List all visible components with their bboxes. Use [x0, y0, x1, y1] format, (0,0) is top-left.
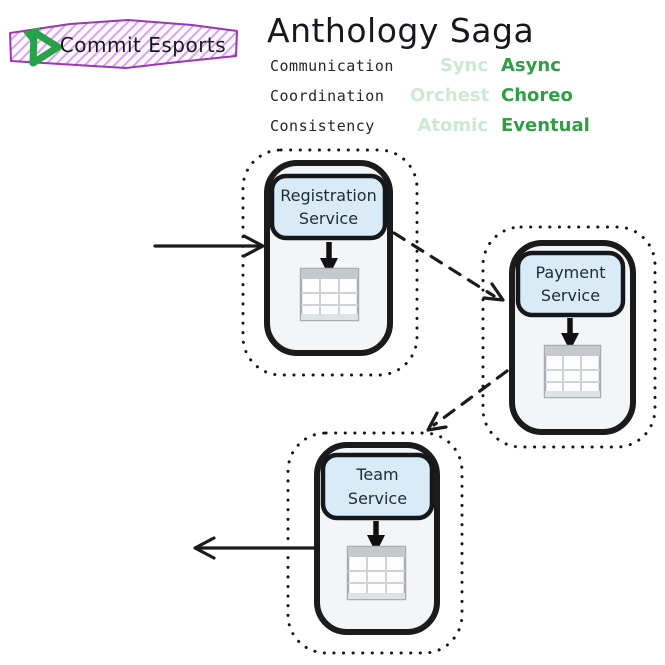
registration-transaction-boundary [241, 148, 419, 377]
team-transaction-boundary [286, 431, 464, 655]
play-logo-icon [23, 27, 62, 67]
registration-service-group [241, 148, 419, 377]
team-db-arrow [367, 521, 385, 553]
registration-to-payment-dashed-arrow [392, 231, 505, 302]
registration-service-label-box [269, 173, 388, 241]
legend-option-inactive: Atomic [417, 115, 489, 136]
legend-dimension-label: Coordination [270, 87, 385, 105]
legend-row-consistency: Consistency Atomic Eventual [270, 115, 590, 145]
payment-service-label-box [515, 250, 626, 318]
commit-esports-badge [9, 19, 238, 69]
incoming-request-arrow [153, 234, 265, 258]
service-name: Team Service [347, 465, 408, 508]
payment-database-table-icon [543, 344, 602, 399]
team-database-table-icon [346, 545, 407, 601]
legend-option-active: Eventual [501, 115, 590, 136]
registration-database-table-icon [299, 267, 360, 322]
registration-service-label: Registration Service [272, 176, 385, 238]
payment-service-label: Payment Service [518, 253, 623, 315]
payment-db-arrow [561, 318, 579, 351]
legend-option-inactive: Orchest [410, 85, 490, 106]
legend: Communication Sync Async Coordination Or… [270, 55, 590, 145]
registration-db-arrow [320, 242, 338, 276]
payment-service-group [481, 225, 657, 449]
legend-dimension-label: Communication [270, 57, 394, 75]
payment-to-team-dashed-arrow [426, 369, 509, 432]
legend-option-active: Async [501, 55, 561, 76]
service-name: Registration Service [280, 185, 377, 228]
legend-row-communication: Communication Sync Async [270, 55, 590, 85]
page-title: Anthology Saga [267, 11, 535, 50]
badge-label: Commit Esports [59, 33, 227, 57]
team-service-label: Team Service [323, 455, 432, 518]
team-service-label-box [320, 452, 435, 521]
legend-row-coordination: Coordination Orchest Choreo [270, 85, 590, 115]
legend-dimension-label: Consistency [270, 117, 375, 135]
legend-option-inactive: Sync [439, 55, 488, 76]
outgoing-response-arrow [193, 536, 319, 560]
legend-option-active: Choreo [501, 85, 573, 106]
team-service-group [286, 431, 464, 655]
payment-transaction-boundary [481, 225, 657, 449]
badge-banner-shape [9, 19, 238, 69]
service-name: Payment Service [535, 262, 606, 305]
